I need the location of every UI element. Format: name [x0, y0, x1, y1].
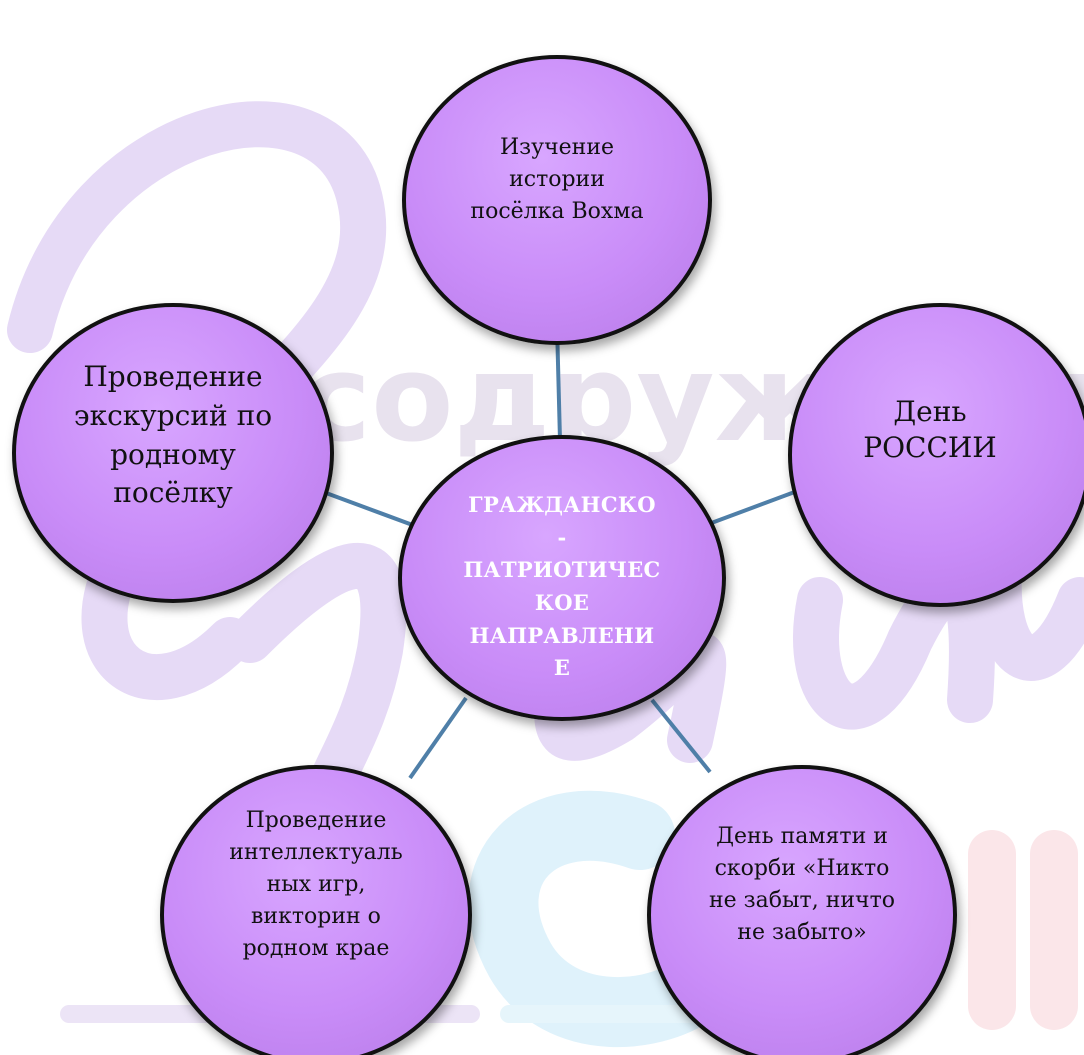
connector-right	[705, 488, 801, 527]
watermark-pink-bar-2	[1030, 830, 1078, 1030]
watermark-stroke-1	[7, 101, 387, 701]
watermark-pink-bar-1	[968, 830, 1016, 1030]
connector-bottom-left	[408, 696, 468, 780]
node-right-label: День РОССИИ	[863, 394, 997, 464]
node-bottom-right: День памяти и скорби «Никто не забыт, ни…	[647, 765, 957, 1055]
connector-left	[317, 488, 419, 529]
watermark-stroke-4	[793, 563, 995, 730]
node-center: ГРАЖДАНСКО - ПАТРИОТИЧЕС КОЕ НАПРАВЛЕНИ …	[398, 435, 726, 721]
node-bottom-left-label: Проведение интеллектуаль ных игр, виктор…	[229, 808, 403, 961]
node-bottom-right-label: День памяти и скорби «Никто не забыт, ни…	[709, 824, 895, 945]
node-bottom-left: Проведение интеллектуаль ных игр, виктор…	[160, 765, 472, 1055]
node-left-label: Проведение экскурсий по родному посёлку	[73, 360, 273, 510]
node-top: Изучение истории посёлка Вохма	[402, 55, 712, 345]
connector-bottom-right	[650, 698, 712, 774]
node-left: Проведение экскурсий по родному посёлку	[12, 303, 334, 603]
node-top-label: Изучение истории посёлка Вохма	[470, 135, 644, 224]
node-right: День РОССИИ	[788, 303, 1084, 607]
node-center-label: ГРАЖДАНСКО - ПАТРИОТИЧЕС КОЕ НАПРАВЛЕНИ …	[463, 492, 661, 681]
